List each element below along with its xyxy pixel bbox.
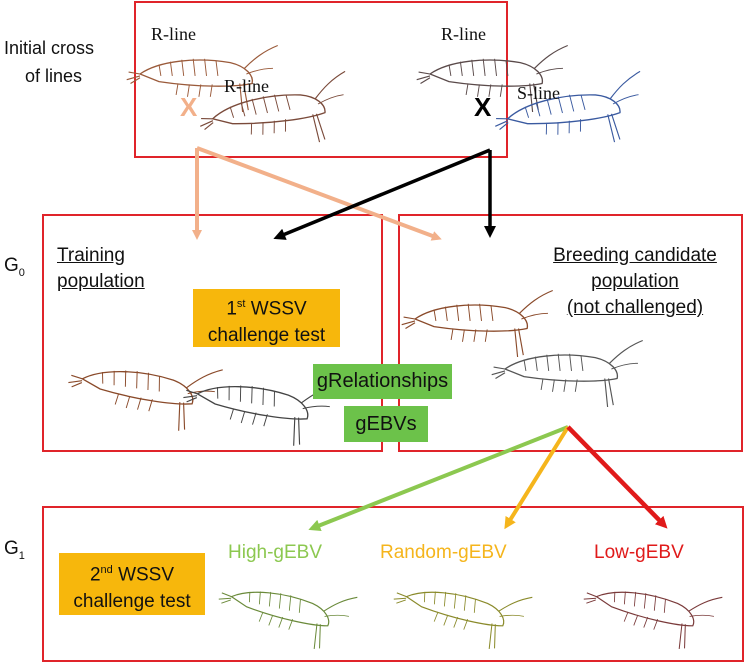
shrimp-icon <box>194 70 356 159</box>
first-sup: st <box>236 298 246 310</box>
initial-cross-line1: Initial cross <box>4 38 95 58</box>
first-challenge-line1: 1st WSSV <box>193 291 340 322</box>
initial-cross-label: Initial cross of lines <box>4 34 94 90</box>
first-rest: WSSV <box>245 298 307 320</box>
random-gebv-label: Random-gEBV <box>380 542 507 563</box>
arrow-icon <box>192 146 496 241</box>
low-gebv-label: Low-gEBV <box>594 542 684 563</box>
cross-left-bottom-label: R-line <box>224 76 269 96</box>
training-line2: population <box>57 271 145 292</box>
initial-cross-line2: of lines <box>25 66 83 86</box>
cross-left-top-label: R-line <box>151 24 196 44</box>
shrimp-icon <box>491 339 644 408</box>
grelationships-box: gRelationships <box>313 364 452 399</box>
shrimp-icon <box>401 289 554 358</box>
first-challenge-test-box: 1st WSSV challenge test <box>193 289 340 347</box>
cross-right-bottom-label: S-line <box>517 83 560 103</box>
first-ordinal: 1 <box>226 298 237 320</box>
training-population-box <box>42 214 383 452</box>
shrimp-icon <box>387 568 533 657</box>
first-challenge-line2: challenge test <box>207 325 326 347</box>
high-gebv-label: High-gEBV <box>228 542 322 563</box>
second-challenge-line2: challenge test <box>73 591 191 613</box>
training-line1: Training <box>57 245 125 266</box>
breeding-candidate-heading: Breeding candidate population (not chall… <box>540 243 730 321</box>
g1-label: G1 <box>4 538 25 562</box>
candidate-line2: population <box>591 271 679 292</box>
cross-left-symbol: X <box>180 92 198 122</box>
training-population-heading: Training population <box>57 243 145 295</box>
second-rest: WSSV <box>112 564 175 586</box>
candidate-line3: (not challenged) <box>566 297 704 318</box>
g1-letter: G <box>4 538 19 559</box>
g1-sub: 1 <box>18 549 25 562</box>
g0-label: G0 <box>4 255 25 279</box>
g1-box <box>42 506 744 662</box>
gebvs-box: gEBVs <box>344 406 428 442</box>
second-challenge-line1: 2nd WSSV <box>59 557 205 588</box>
g0-sub: 0 <box>18 266 25 279</box>
second-sup: nd <box>100 564 113 576</box>
g0-letter: G <box>4 255 19 276</box>
arrow-icon <box>308 425 668 532</box>
breeding-candidate-box <box>398 214 743 452</box>
candidate-line1: Breeding candidate <box>553 245 717 266</box>
shrimp-icon <box>63 348 224 437</box>
cross-right-top-label: R-line <box>441 24 486 44</box>
cross-right-symbol: X <box>474 92 492 122</box>
second-challenge-test-box: 2nd WSSV challenge test <box>59 553 205 615</box>
second-ordinal: 2 <box>89 564 101 586</box>
shrimp-icon <box>577 568 723 657</box>
shrimp-icon <box>212 568 358 657</box>
initial-cross-box <box>134 1 508 158</box>
shrimp-icon <box>489 70 651 159</box>
